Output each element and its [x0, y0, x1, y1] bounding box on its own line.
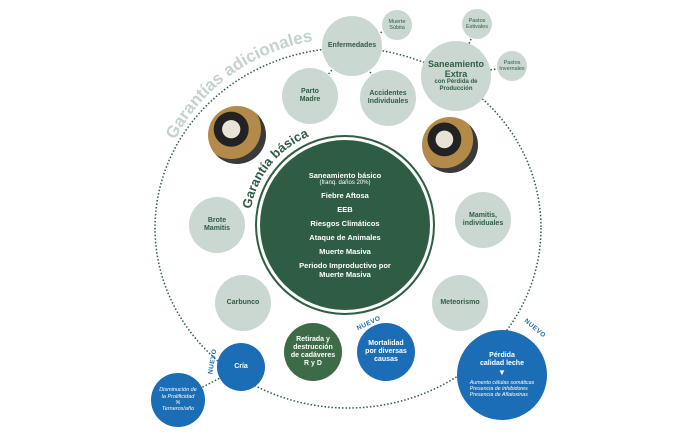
bubble-perdida-calidad: Pérdida calidad leche ▼ Aumento células …: [457, 330, 547, 420]
bubble-enfermedades: Enfermedades: [322, 16, 382, 76]
core-item: Fiebre Aftosa: [321, 191, 369, 200]
bubble-retirada: Retirada y destrucción de cadáveres R y …: [284, 323, 342, 381]
bubble-carbunco: Carbunco: [215, 275, 271, 331]
bubble-pastos-estivales: Pastos Estivales: [462, 9, 492, 39]
bubble-meteorismo: Meteorismo: [432, 275, 488, 331]
bubble-parto-madre: Parto Madre: [282, 68, 338, 124]
core-item: Riesgos Climáticos: [310, 219, 380, 228]
bubble-brote-mamitis: Brote Mamitis: [189, 197, 245, 253]
arrow-down-icon: ▼: [498, 367, 506, 377]
core-item: Ataque de Animales: [309, 233, 381, 242]
core-item: Saneamiento básico(franq. daños 20%): [308, 171, 382, 186]
bubble-accidentes: Accidentes Individuales: [360, 70, 416, 126]
bubble-muerte-subita: Muerte Súbita: [382, 10, 412, 40]
cow-photo-right: [422, 117, 478, 173]
core-item: EEB: [337, 205, 353, 214]
bubble-mortalidad: Mortalidad por diversas causas: [357, 323, 415, 381]
core-item: Periodo Improductivo por Muerte Masiva: [299, 261, 391, 279]
basic-coverage-circle: Saneamiento básico(franq. daños 20%) Fie…: [260, 140, 430, 310]
core-item: Muerte Masiva: [319, 247, 371, 256]
bubble-disminucion: Disminución de la Prolificidad % Ternero…: [151, 373, 205, 427]
bubble-cria: Cría: [217, 343, 265, 391]
bubble-mamitis-individuales: Mamitis, individuales: [455, 192, 511, 248]
bubble-pastos-invernales: Pastos Invernales: [497, 51, 527, 81]
cow-photo-left: [208, 106, 266, 164]
